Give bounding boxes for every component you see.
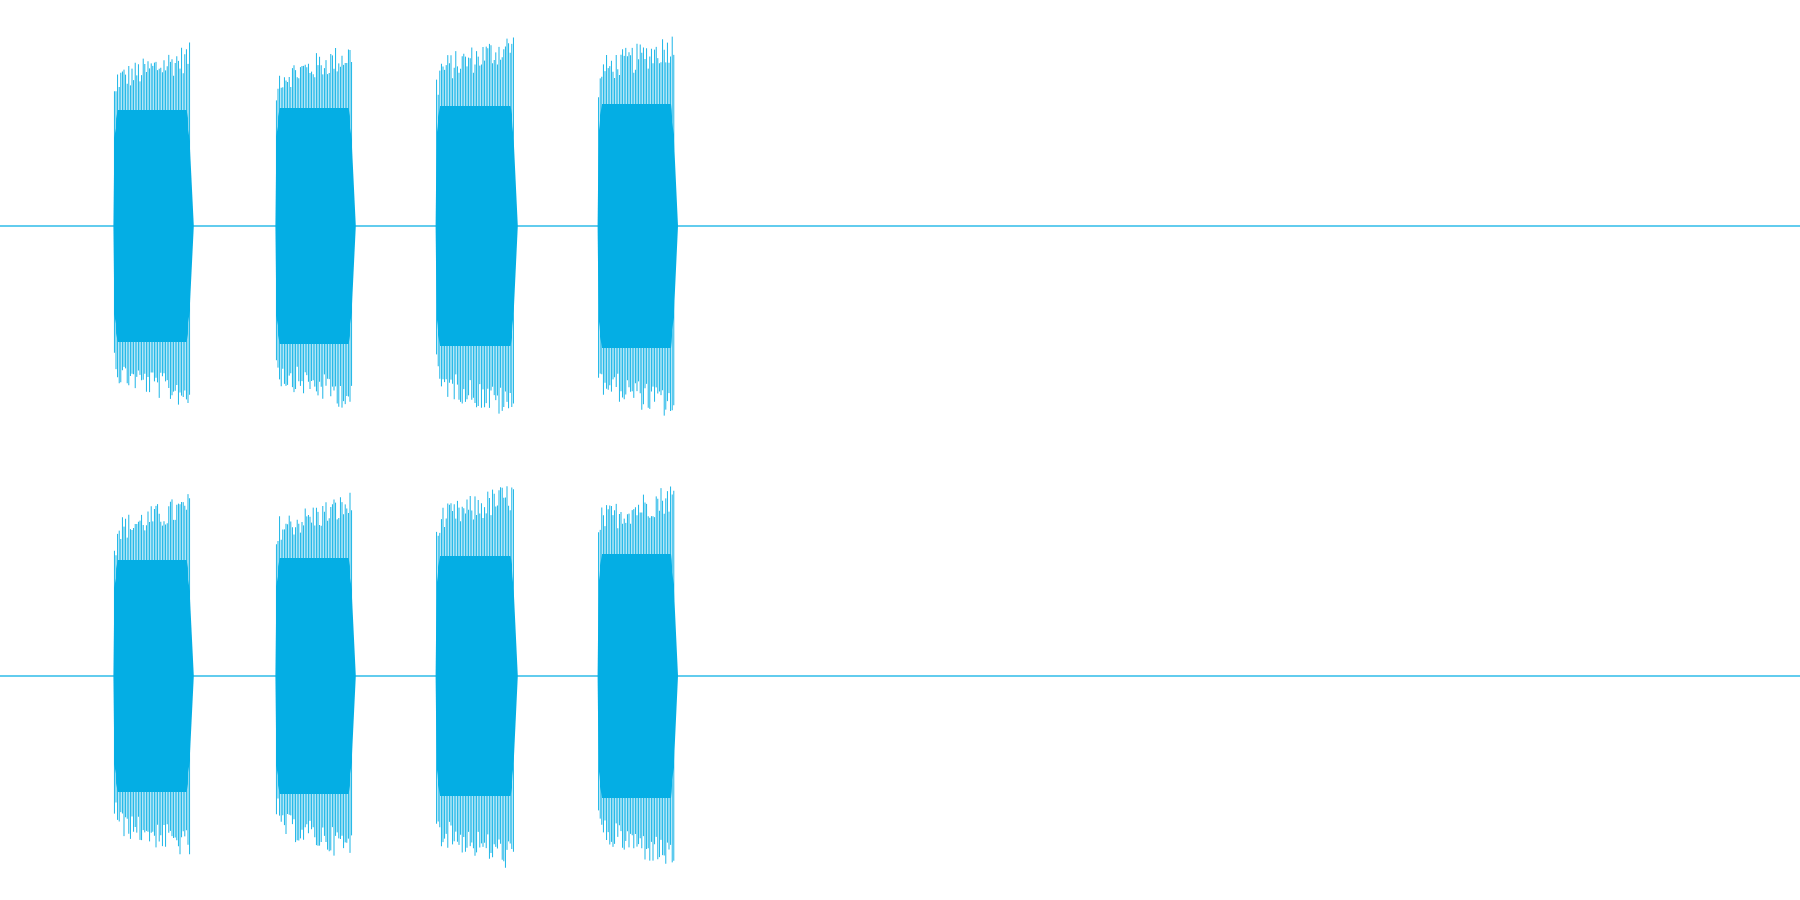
- burst: [435, 486, 518, 868]
- burst-spikes: [113, 42, 191, 405]
- burst-spikes: [598, 486, 675, 864]
- burst-spikes: [275, 48, 353, 408]
- burst: [113, 42, 194, 405]
- burst: [275, 492, 356, 856]
- burst-spikes: [436, 486, 514, 868]
- burst: [275, 48, 356, 408]
- channel-2-track: [0, 486, 1800, 868]
- burst-spikes: [436, 37, 514, 414]
- burst: [435, 37, 518, 414]
- burst: [597, 36, 678, 416]
- channel-1-track: [0, 36, 1800, 416]
- burst-spikes: [113, 494, 191, 855]
- burst-spikes: [598, 36, 675, 416]
- burst-spikes: [275, 492, 353, 856]
- burst: [597, 486, 678, 864]
- burst: [113, 494, 194, 855]
